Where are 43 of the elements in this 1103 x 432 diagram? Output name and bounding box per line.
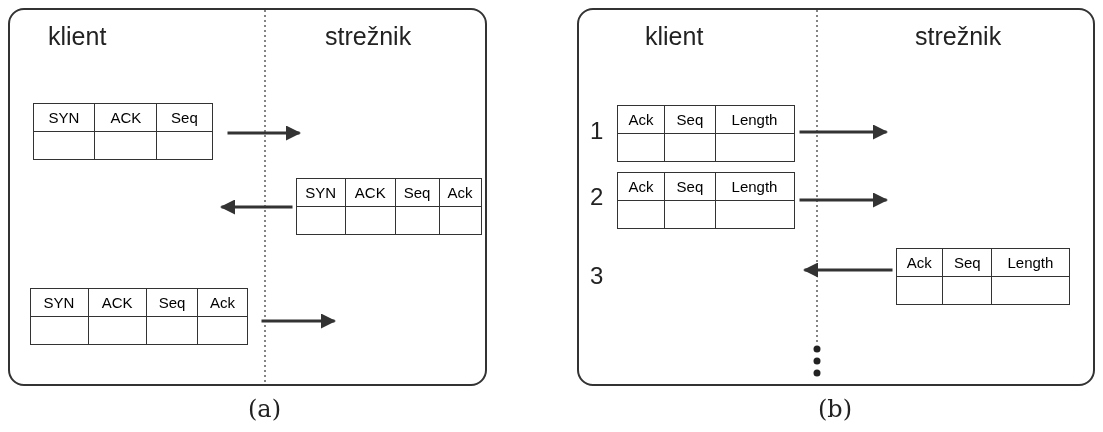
packet-header-table bbox=[616, 171, 795, 229]
field-name: ACK bbox=[345, 178, 395, 206]
field-name: Seq bbox=[395, 178, 440, 206]
field-name: ACK bbox=[88, 288, 147, 316]
field-name: Ack bbox=[617, 105, 665, 133]
packet-header-table bbox=[295, 177, 482, 235]
arrow bbox=[261, 313, 336, 329]
panel-frame bbox=[577, 8, 1095, 386]
packet-header-table bbox=[29, 287, 248, 345]
field-name: Ack bbox=[896, 248, 943, 276]
arrow bbox=[799, 124, 888, 140]
field-name: SYN bbox=[30, 288, 89, 316]
field-name: Ack bbox=[617, 172, 665, 200]
packet-header-table bbox=[616, 104, 795, 162]
step-number: 3 bbox=[590, 262, 604, 290]
arrow bbox=[799, 192, 888, 208]
field-name: Seq bbox=[156, 103, 212, 131]
column-heading: strežnik bbox=[325, 22, 412, 51]
field-name: Seq bbox=[146, 288, 198, 316]
panel-frame bbox=[8, 8, 487, 386]
field-name: SYN bbox=[296, 178, 346, 206]
field-name: Length bbox=[715, 105, 794, 133]
arrow bbox=[227, 125, 301, 141]
arrow bbox=[803, 262, 893, 278]
field-name: Seq bbox=[942, 248, 992, 276]
step-number: 2 bbox=[590, 183, 604, 211]
field-name: Length bbox=[991, 248, 1069, 276]
step-number: 1 bbox=[590, 117, 604, 145]
field-name: Seq bbox=[664, 172, 716, 200]
column-heading: strežnik bbox=[915, 22, 1002, 51]
panel-caption: (a) bbox=[248, 395, 282, 423]
arrow bbox=[220, 199, 293, 215]
panel-caption: (b) bbox=[818, 395, 853, 423]
field-name: Length bbox=[715, 172, 794, 200]
column-heading: klient bbox=[645, 22, 704, 51]
field-name: Ack bbox=[439, 178, 481, 206]
field-name: SYN bbox=[33, 103, 95, 131]
field-name: Seq bbox=[664, 105, 716, 133]
field-name: Ack bbox=[197, 288, 247, 316]
field-name: ACK bbox=[94, 103, 157, 131]
packet-header-table bbox=[895, 247, 1070, 305]
packet-header-table bbox=[32, 102, 213, 160]
column-heading: klient bbox=[48, 22, 107, 51]
